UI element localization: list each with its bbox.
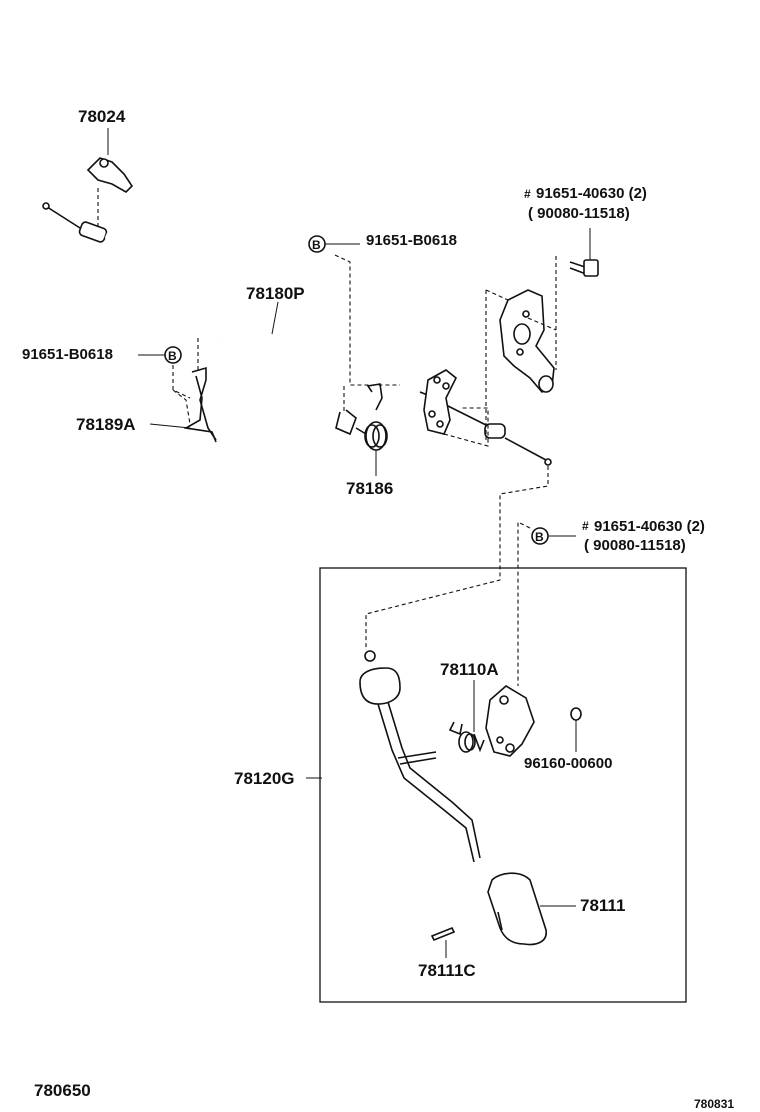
b-marker-mid: B	[531, 527, 576, 545]
part-78120g-pedal-arm	[306, 650, 481, 863]
label-78189a: 78189A	[76, 415, 136, 434]
label-78024: 78024	[78, 107, 126, 126]
label-78111c: 78111C	[418, 961, 476, 980]
dash-throttle-top	[485, 289, 509, 301]
svg-text:B: B	[168, 349, 177, 363]
pedal-assembly-frame	[319, 567, 687, 1003]
part-78189a-bracket	[149, 366, 217, 443]
label-78110a: 78110A	[440, 660, 499, 679]
label-91651-40630-top: 91651-40630 (2)	[536, 185, 647, 202]
label-78186: 78186	[346, 479, 393, 498]
pedal-pivot-bracket	[485, 685, 535, 757]
dash-bracket	[443, 407, 489, 447]
label-91651-b0618-left: 91651-B0618	[22, 346, 113, 363]
dash-b0618-top	[334, 254, 400, 386]
label-78120g: 78120G	[234, 769, 295, 788]
label-90080-11518-top: ( 90080-11518)	[528, 205, 630, 222]
label-91651-40630-mid: 91651-40630 (2)	[594, 518, 705, 535]
dash-bolt-mid	[517, 521, 531, 686]
dash-78189a	[172, 389, 191, 425]
hash-marker-top: #	[524, 187, 531, 201]
label-78111: 78111	[580, 896, 625, 915]
dash-b0618-left	[172, 365, 191, 399]
svg-text:B: B	[312, 238, 321, 252]
label-96160-00600: 96160-00600	[524, 755, 612, 772]
b-marker-left: B	[138, 346, 182, 364]
part-78186-spring	[335, 383, 388, 476]
part-78110a-spring	[448, 680, 485, 753]
b-marker-top: B	[308, 235, 360, 253]
svg-text:B: B	[535, 530, 544, 544]
part-78111c-pin	[430, 926, 456, 958]
cable-bracket	[423, 369, 458, 435]
dash-bolt-top-2	[527, 317, 557, 331]
figure-ref-left: 780650	[34, 1081, 91, 1100]
label-91651-b0618-top: 91651-B0618	[366, 232, 457, 249]
dash-cable-to-pedal	[365, 466, 549, 650]
bolt-top	[569, 228, 599, 277]
label-78180p: 78180P	[246, 284, 305, 303]
part-96160-00600-nut	[570, 707, 582, 752]
hash-marker-mid: #	[582, 519, 589, 533]
label-90080-11518-mid: ( 90080-11518)	[584, 537, 686, 554]
part-78024-clip	[86, 128, 134, 193]
figure-ref-right: 780831	[694, 1097, 734, 1111]
part-78111-pedal-pad	[487, 872, 576, 946]
throttle-bracket	[499, 289, 555, 394]
